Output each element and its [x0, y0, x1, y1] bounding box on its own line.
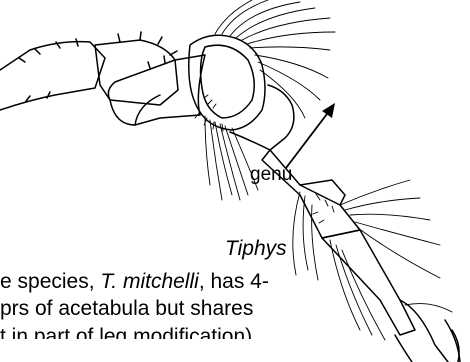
caption-text: , has 4- — [199, 270, 269, 293]
species-name: T. mitchelli — [100, 270, 198, 293]
genu-pointer — [286, 110, 330, 168]
genu-pointer-arrowhead — [322, 103, 335, 118]
caption-line-2: prs of acetabula but shares — [0, 298, 253, 319]
caption-line-1: e species, T. mitchelli, has 4- — [0, 271, 269, 292]
caption-text: e species, — [0, 270, 100, 293]
proximal-segment — [0, 42, 105, 110]
genus-title: Tiphys — [225, 238, 287, 259]
genu-label: genu — [250, 165, 292, 184]
basal-segment — [95, 40, 178, 105]
